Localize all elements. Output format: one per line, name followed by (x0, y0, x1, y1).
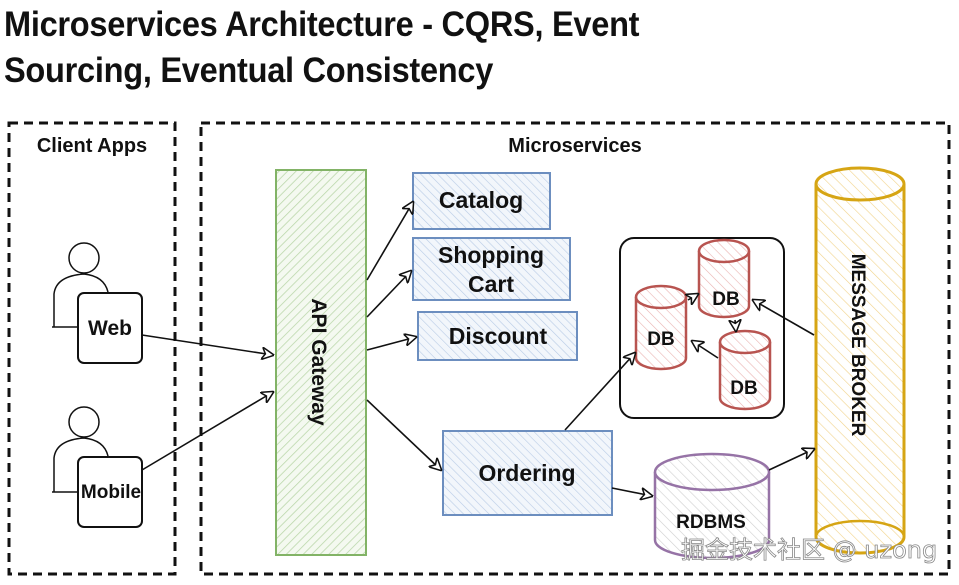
arrow-gateway-to-cart (366, 271, 411, 318)
arrow-gateway-to-ordering (366, 399, 441, 470)
db-2-label: DB (712, 289, 739, 310)
discount-service[interactable]: Discount (417, 311, 578, 361)
arrow-mobile-to-gateway (141, 392, 273, 471)
message-broker[interactable]: MESSAGE BROKER (814, 166, 906, 555)
arrow-gateway-to-catalog (366, 202, 413, 281)
ordering-service[interactable]: Ordering (442, 430, 613, 516)
client-apps-label: Client Apps (37, 135, 147, 157)
web-client[interactable]: Web (52, 242, 143, 364)
discount-label: Discount (449, 323, 548, 349)
client-apps-group: Client Apps (7, 121, 177, 576)
api-gateway-label: API Gateway (307, 298, 330, 426)
microservices-group: Microservices (199, 121, 951, 576)
arrow-ordering-to-rdbms (611, 487, 652, 496)
shopping-cart-label-line-1: Shopping (438, 242, 544, 268)
web-box (77, 292, 143, 364)
microservices-label: Microservices (508, 135, 641, 157)
db-1-label: DB (647, 329, 674, 350)
db-1[interactable]: DB (634, 284, 688, 371)
ordering-label: Ordering (478, 460, 575, 486)
arrow-db-2-to-db-3 (735, 320, 736, 331)
catalog-service[interactable]: Catalog (412, 172, 551, 230)
shopping-cart-label-line-2: Cart (468, 271, 514, 297)
arrow-broker-to-db-2 (753, 300, 815, 336)
mobile-box (77, 456, 143, 528)
arrow-rdbms-to-broker (768, 449, 814, 471)
diagram-title: Microservices Architecture - CQRS, Event… (4, 2, 640, 94)
message-broker-label: MESSAGE BROKER (847, 254, 868, 437)
title-line-1: Microservices Architecture - CQRS, Event (4, 5, 640, 44)
db-3[interactable]: DB (718, 329, 772, 411)
arrow-gateway-to-discount (366, 337, 416, 351)
arrow-ordering-to-db (564, 353, 635, 431)
title-line-2: Sourcing, Eventual Consistency (4, 51, 494, 90)
arrow-db-1-to-db-2 (688, 294, 698, 300)
api-gateway[interactable]: API Gateway (275, 169, 367, 556)
connectors (141, 202, 815, 496)
mobile-client[interactable]: Mobile (52, 406, 143, 528)
rdbms[interactable]: RDBMS (653, 452, 771, 560)
db-2[interactable]: DB (697, 238, 751, 319)
web-label: Web (88, 317, 132, 340)
mobile-label: Mobile (81, 482, 141, 503)
rdbms-label: RDBMS (676, 512, 746, 533)
catalog-label: Catalog (439, 187, 523, 213)
arrow-db-3-to-db-1 (692, 341, 719, 359)
watermark: 掘金技术社区 @ uzong (681, 536, 937, 564)
db-3-label: DB (730, 378, 757, 399)
arrow-web-to-gateway (141, 334, 273, 355)
shopping-cart-service[interactable]: Shopping Cart (412, 237, 571, 301)
